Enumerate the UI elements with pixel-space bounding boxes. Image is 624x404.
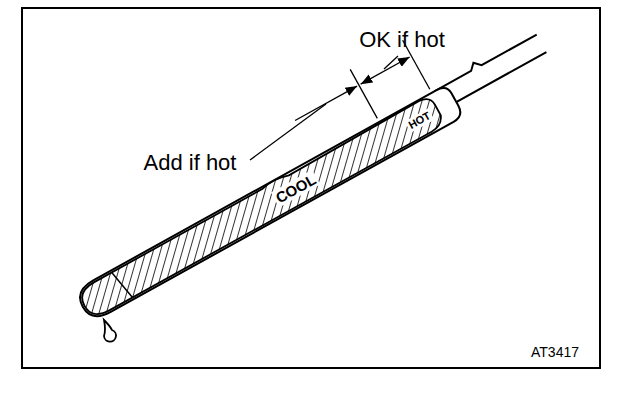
frame bbox=[22, 8, 600, 368]
leader-line bbox=[384, 56, 398, 69]
range-label: OK if hot bbox=[359, 29, 445, 51]
dipstick bbox=[45, 0, 554, 323]
figure-code: AT3417 bbox=[531, 345, 579, 359]
range-label: Add if hot bbox=[144, 152, 237, 174]
leader-line bbox=[250, 104, 326, 160]
oil-drop bbox=[104, 320, 116, 342]
